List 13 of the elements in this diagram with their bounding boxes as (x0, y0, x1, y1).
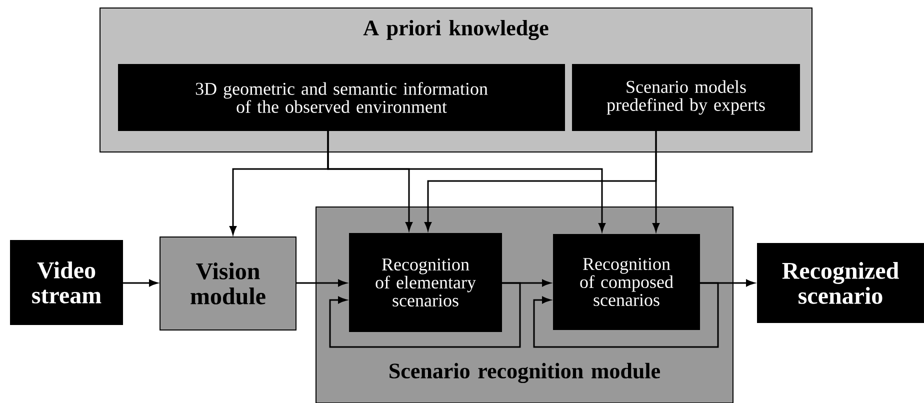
arrow (652, 131, 660, 232)
process-box: Recognition of elementary scenarios (349, 233, 502, 332)
input-box: Video stream (10, 240, 123, 325)
arrow (327, 131, 606, 232)
module-box: Vision module (160, 236, 296, 330)
output-box: Recognized scenario (757, 243, 924, 323)
info-box: 3D geometric and semantic information of the observed environment (118, 64, 565, 131)
arrow (533, 282, 719, 348)
arrow (296, 280, 347, 286)
arrow (123, 280, 158, 286)
info-box: Scenario models predefined by experts (572, 64, 800, 131)
process-box: Recognition of composed scenarios (553, 234, 700, 330)
arrow (329, 282, 521, 348)
